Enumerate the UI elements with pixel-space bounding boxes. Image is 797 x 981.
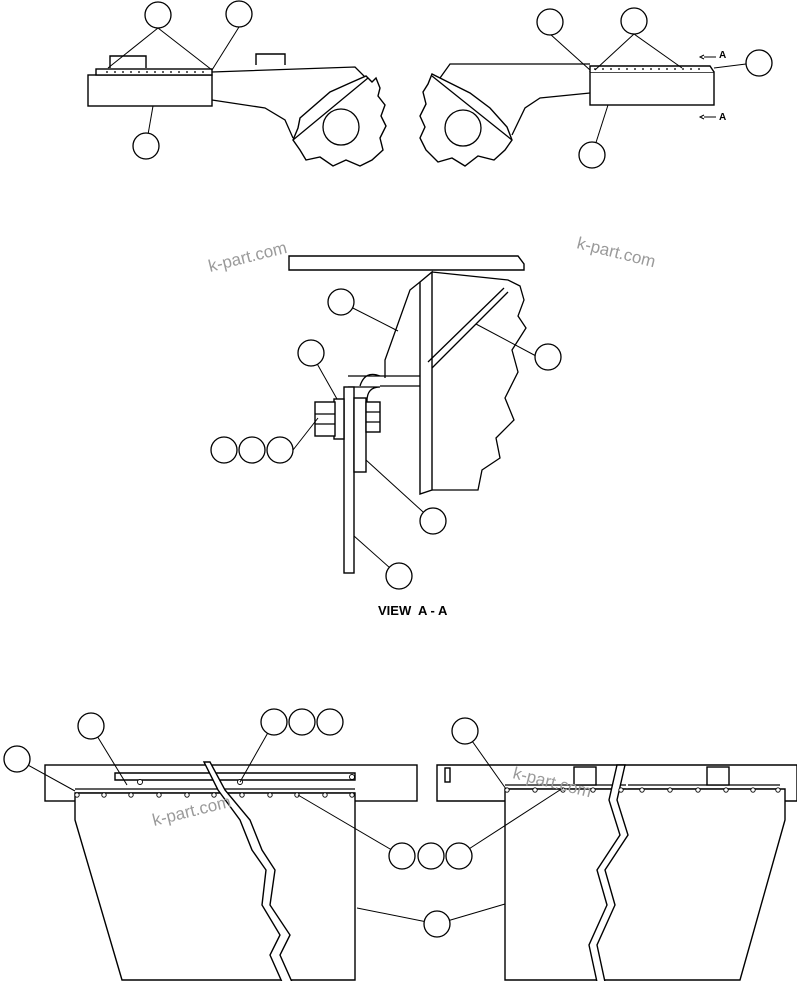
callout-bubbles: [3, 0, 773, 938]
callout-bubble: [745, 49, 773, 77]
callout-bubble: [536, 8, 564, 36]
view-label: VIEW A - A: [378, 603, 448, 618]
callout-bubble: [578, 141, 606, 169]
callout-bubble: [423, 910, 451, 938]
callout-bubble: [385, 562, 413, 590]
callout-bubble: [534, 343, 562, 371]
watermark: k-part.com: [575, 233, 658, 271]
callout-bubble: [3, 745, 31, 773]
callout-bubble: [417, 842, 445, 870]
callout-bubble: [327, 288, 355, 316]
callout-bubble: [225, 0, 253, 28]
callout-bubble: [322, 108, 360, 146]
callout-bubble: [260, 708, 288, 736]
bottom-assembly: [44, 761, 797, 981]
callout-bubble: [210, 436, 238, 464]
callout-bubble: [238, 436, 266, 464]
callout-bubble: [288, 708, 316, 736]
callout-bubble: [620, 7, 648, 35]
callout-bubble: [451, 717, 479, 745]
callout-bubble: [297, 339, 325, 367]
callout-bubble: [419, 507, 447, 535]
callout-bubble: [316, 708, 344, 736]
section-marker-top: A: [719, 50, 726, 61]
callout-bubble: [132, 132, 160, 160]
section-view-a-a: VIEW A - A: [288, 255, 527, 618]
watermark: k-part.com: [206, 238, 289, 276]
callout-bubble: [445, 842, 473, 870]
callout-bubble: [444, 109, 482, 147]
section-marker-bottom: A: [719, 112, 726, 123]
callout-bubble: [266, 436, 294, 464]
callout-bubble: [144, 1, 172, 29]
callout-bubble: [388, 842, 416, 870]
callout-bubble: [77, 712, 105, 740]
